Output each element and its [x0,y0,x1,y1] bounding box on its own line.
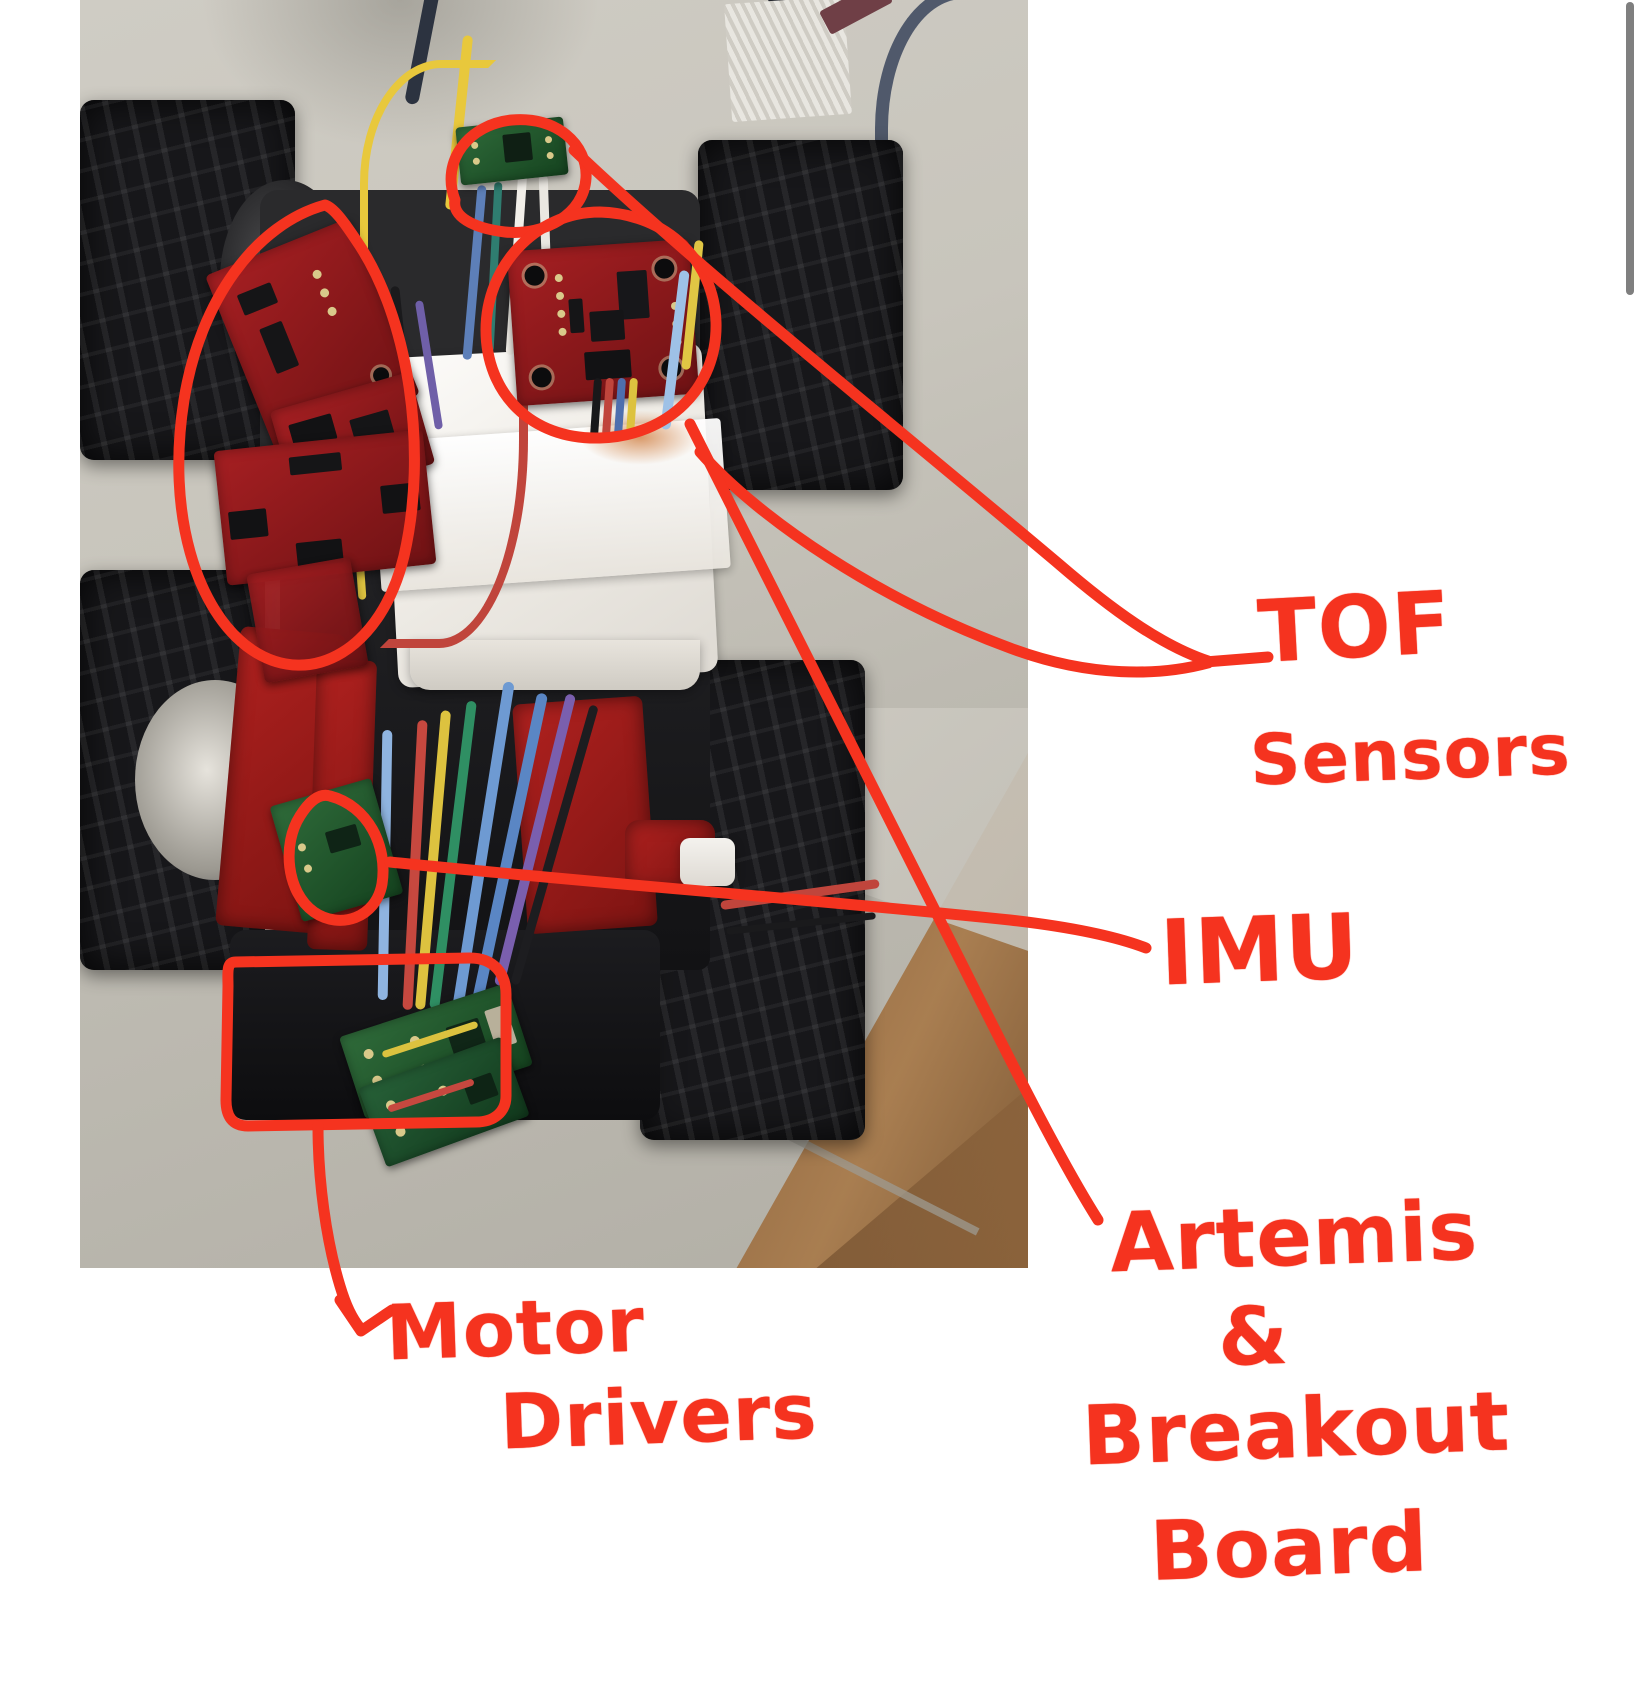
robot-photo [80,0,1028,1268]
scrollbar-thumb[interactable] [1626,2,1634,295]
label-tof-line1: TOF [1255,573,1455,683]
wire-yellow-long [360,60,496,266]
imu-qwiic-connector [584,349,632,381]
tof-sensor-top [455,116,569,186]
label-artemis-line1: Artemis [1108,1183,1480,1292]
label-imu: IMU [1158,894,1361,1007]
tape-edge-fold [410,640,700,690]
label-tof-line2: Sensors [1248,708,1573,802]
label-artemis-line4: Board [1148,1495,1430,1600]
tire-front-right [698,140,903,490]
wire-red-power [380,300,528,648]
label-motor-line1: Motor [384,1279,647,1378]
label-artemis-line2: & [1216,1288,1291,1385]
label-artemis-line3: Breakout [1080,1374,1512,1485]
qwiic-connector-right [380,482,421,514]
label-motor-line2: Drivers [498,1366,819,1467]
qwiic-connector-left [227,508,269,541]
pcb-left-lower [246,556,369,684]
axle-cap-right [680,838,735,886]
